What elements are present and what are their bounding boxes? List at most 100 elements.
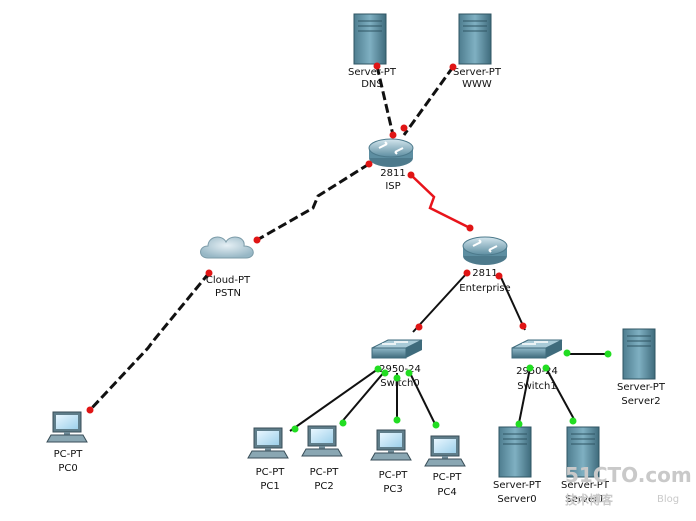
port-dot-down: [466, 224, 474, 232]
device-model-label: 2950-24: [379, 364, 421, 375]
device-model-label: 2811: [472, 268, 497, 279]
port-dot-down: [407, 171, 415, 179]
port-dot-up: [604, 350, 612, 358]
device-model-label: PC-PT: [379, 470, 409, 481]
device-name-label: DNS: [361, 79, 383, 90]
device-model-label: PC-PT: [310, 467, 340, 478]
port-dot-up: [393, 374, 401, 382]
link-dns-isp[interactable]: [375, 65, 395, 136]
cloud-icon: [200, 236, 254, 259]
device-pc2[interactable]: PC-PT PC2: [301, 425, 343, 492]
device-name-label: PC3: [383, 484, 402, 495]
port-dot-down: [463, 269, 471, 277]
port-dot-up: [432, 421, 440, 429]
device-server0[interactable]: Server-PT Server0: [493, 426, 542, 505]
device-pc4[interactable]: PC-PT PC4: [424, 435, 466, 498]
port-dot-up: [405, 369, 413, 377]
port-dot-down: [389, 131, 397, 139]
link-isp-cloud[interactable]: [256, 162, 370, 242]
port-dot-up: [374, 365, 382, 373]
pc-icon: [424, 435, 466, 467]
device-dns-server[interactable]: Server-PT DNS: [348, 13, 397, 90]
watermark-main: 51CTO.com: [565, 463, 692, 487]
port-dot-up: [542, 364, 550, 372]
port-dot-up: [393, 416, 401, 424]
device-pstn-cloud[interactable]: Cloud-PT PSTN: [200, 236, 254, 299]
link-switch0-pc2[interactable]: [339, 370, 386, 425]
device-name-label: ISP: [385, 181, 400, 192]
router-icon: [462, 236, 508, 266]
device-isp-router[interactable]: 2811 ISP: [368, 138, 414, 192]
port-dot-up: [381, 369, 389, 377]
device-name-label: PC4: [437, 487, 456, 498]
watermark-sub: 技术博客: [565, 492, 614, 507]
switch-icon: [371, 339, 423, 359]
link-enterprise-switch0[interactable]: [412, 272, 468, 333]
port-dot-up: [339, 419, 347, 427]
device-www-server[interactable]: Server-PT WWW: [453, 13, 502, 90]
link-www-isp[interactable]: [402, 66, 455, 136]
device-model-label: Server-PT: [617, 382, 666, 393]
link-switch0-pc4[interactable]: [408, 370, 437, 427]
device-name-label: Server0: [497, 494, 536, 505]
device-name-label: PC0: [58, 463, 77, 474]
device-model-label: Cloud-PT: [206, 275, 251, 286]
device-model-label: Server-PT: [453, 67, 502, 78]
device-model-label: PC-PT: [433, 472, 463, 483]
device-model-label: PC-PT: [54, 449, 84, 460]
device-model-label: 2811: [380, 168, 405, 179]
device-pc1[interactable]: PC-PT PC1: [247, 427, 289, 492]
port-dot-down: [86, 406, 94, 414]
port-dot-down: [449, 63, 457, 71]
port-dot-down: [519, 322, 527, 330]
link-switch0-pc1[interactable]: [289, 368, 379, 432]
device-pc3[interactable]: PC-PT PC3: [370, 429, 412, 495]
watermark-blog: Blog: [657, 494, 679, 505]
link-cloud-pc0[interactable]: [88, 272, 211, 412]
port-dot-down: [373, 62, 381, 70]
switch-icon: [511, 339, 563, 359]
port-dot-down: [400, 124, 408, 132]
pc-icon: [46, 411, 88, 443]
device-name-label: Server1: [565, 494, 604, 505]
link-enterprise-switch1[interactable]: [498, 272, 526, 331]
device-pc0[interactable]: PC-PT PC0: [46, 411, 88, 474]
port-dot-down: [205, 269, 213, 277]
server-icon: [498, 426, 532, 478]
server-icon: [458, 13, 492, 65]
pc-icon: [370, 429, 412, 461]
device-switch0[interactable]: 2950-24 Switch0: [371, 339, 423, 389]
link-isp-enterprise[interactable]: [410, 174, 471, 230]
device-name-label: PC2: [314, 481, 333, 492]
device-model-label: Server-PT: [348, 67, 397, 78]
server-icon: [353, 13, 387, 65]
port-dot-down: [253, 236, 261, 244]
port-dot-up: [515, 420, 523, 428]
port-dot-up: [569, 417, 577, 425]
pc-icon: [301, 425, 343, 457]
server-icon: [622, 328, 656, 380]
port-dot-up: [291, 425, 299, 433]
port-dot-up: [526, 364, 534, 372]
device-model-label: Server-PT: [561, 480, 610, 491]
link-switch1-server1[interactable]: [545, 367, 576, 422]
device-server2[interactable]: Server-PT Server2: [617, 328, 666, 407]
device-name-label: Enterprise: [459, 283, 510, 294]
watermark: 51CTO.com 技术博客 Blog: [565, 463, 692, 507]
device-model-label: Server-PT: [493, 480, 542, 491]
device-name-label: Switch1: [517, 381, 556, 392]
device-model-label: PC-PT: [256, 467, 286, 478]
device-name-label: PSTN: [215, 288, 241, 299]
port-dot-down: [365, 160, 373, 168]
device-server1[interactable]: Server-PT Server1: [561, 426, 610, 505]
link-switch1-server0[interactable]: [518, 367, 531, 424]
device-enterprise-router[interactable]: 2811 Enterprise: [459, 236, 511, 294]
device-name-label: Switch0: [380, 378, 419, 389]
port-dot-down: [415, 323, 423, 331]
port-dot-up: [563, 349, 571, 357]
device-model-label: 2950-24: [516, 366, 558, 377]
device-switch1[interactable]: 2950-24 Switch1: [511, 339, 563, 392]
port-dot-down: [495, 272, 503, 280]
